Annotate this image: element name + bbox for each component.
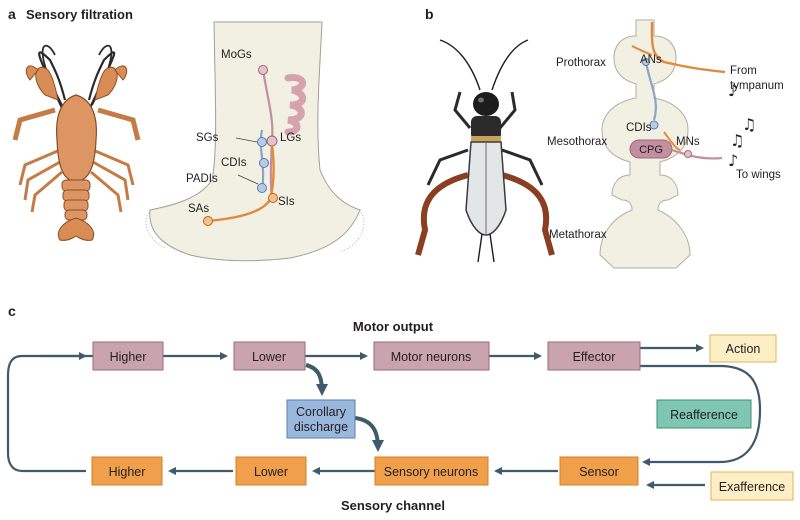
corollary-discharge-box: Corollary discharge (286, 399, 356, 439)
sensory-higher-label: Higher (109, 465, 146, 479)
sensor-label: Sensor (579, 465, 619, 479)
panel-a-title: Sensory filtration (26, 7, 133, 22)
label-ans: ANs (640, 54, 662, 66)
label-tympanum: tympanum (730, 80, 784, 92)
motor-lower-box: Lower (233, 341, 306, 371)
reafference-box: Reafference (656, 399, 752, 429)
music-note-icon: ♫ (730, 131, 744, 150)
label-cdis-a: CDIs (221, 157, 247, 169)
panel-b-letter: b (425, 6, 434, 22)
music-note-icon: ♫ (742, 115, 756, 134)
motor-output-title: Motor output (353, 319, 434, 334)
panel-c-letter: c (8, 303, 16, 319)
label-to-wings: To wings (736, 169, 781, 181)
panel-a-letter: a (8, 6, 16, 22)
reafference-label: Reafference (670, 408, 738, 422)
exafference-label: Exafference (719, 480, 786, 494)
sensory-neurons-box: Sensory neurons (374, 456, 489, 486)
sensory-channel-title: Sensory channel (341, 498, 445, 513)
label-cdis-b: CDIs (626, 122, 652, 134)
sensory-neurons-label: Sensory neurons (384, 465, 479, 479)
label-prothorax: Prothorax (556, 57, 606, 69)
thoracic-ganglia-diagram: CPG Prothorax Mesothorax Metathorax ANs … (547, 19, 784, 269)
effector-box: Effector (547, 341, 641, 371)
label-metathorax: Metathorax (549, 229, 607, 241)
sensor-box: Sensor (559, 456, 639, 486)
sensory-lower-box: Lower (235, 456, 307, 486)
action-box: Action (709, 334, 777, 363)
sensory-higher-box: Higher (91, 456, 163, 486)
corollary-label-line1: Corollary (296, 405, 347, 419)
panel-c: c Motor output Sensory channel Higher Lo… (6, 303, 794, 513)
action-label: Action (726, 342, 761, 356)
crayfish-ganglion-diagram: MoGs SGs LGs CDIs PADIs SAs SIs (145, 21, 365, 262)
label-mns: MNs (676, 136, 700, 148)
panel-a: a Sensory filtration (8, 6, 365, 262)
label-cpg: CPG (639, 144, 663, 156)
music-note-icon: ♪ (728, 151, 738, 170)
sensory-lower-label: Lower (254, 465, 288, 479)
motor-higher-box: Higher (92, 341, 164, 371)
label-lgs: LGs (280, 132, 301, 144)
corollary-label-line2: discharge (294, 420, 348, 434)
label-mesothorax: Mesothorax (547, 136, 607, 148)
label-sis: SIs (278, 196, 295, 208)
crayfish-illustration (12, 44, 141, 241)
panel-b: b (415, 6, 784, 269)
label-padis: PADIs (186, 173, 218, 185)
cricket-illustration (415, 39, 555, 263)
motor-neurons-label: Motor neurons (391, 350, 472, 364)
music-note-icon: ♪ (728, 81, 738, 100)
label-from: From (730, 65, 757, 77)
motor-neurons-box: Motor neurons (373, 341, 490, 371)
motor-higher-label: Higher (110, 350, 147, 364)
label-mogs: MoGs (221, 49, 252, 61)
motor-lower-label: Lower (252, 350, 286, 364)
effector-label: Effector (573, 350, 616, 364)
label-sas: SAs (188, 203, 209, 215)
exafference-box: Exafference (710, 471, 794, 501)
label-sgs: SGs (196, 132, 219, 144)
